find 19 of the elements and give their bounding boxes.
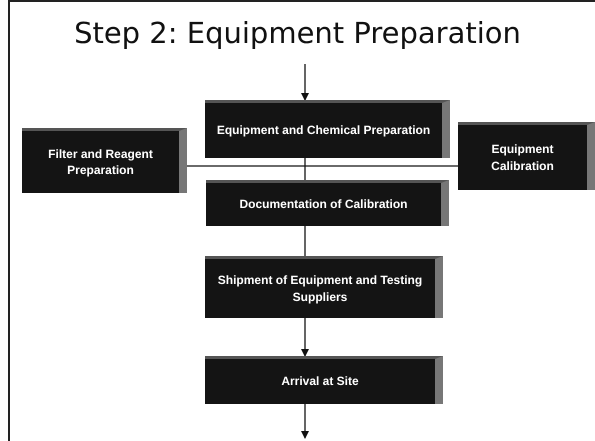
connector-line xyxy=(304,158,306,180)
process-box xyxy=(206,180,449,226)
arrow xyxy=(301,318,309,357)
box-label: Filter and Reagent Preparation xyxy=(47,146,154,178)
connector-line xyxy=(187,165,458,167)
connector-line xyxy=(304,226,306,256)
process-box xyxy=(205,256,443,318)
box-label: Equipment and Chemical Preparation xyxy=(216,122,430,139)
box-label: Equipment Calibration xyxy=(490,141,555,174)
arrow xyxy=(301,404,309,439)
box-label: Documentation of Calibration xyxy=(240,196,408,213)
process-box xyxy=(22,128,187,193)
box-label: Shipment of Equipment and Testing Suppliers xyxy=(216,272,424,305)
process-box xyxy=(205,356,443,404)
title: Step 2: Equipment Preparation xyxy=(73,16,522,50)
process-box xyxy=(458,122,595,190)
process-box xyxy=(205,100,450,158)
box-label: Arrival at Site xyxy=(281,373,359,390)
arrow xyxy=(301,64,309,101)
